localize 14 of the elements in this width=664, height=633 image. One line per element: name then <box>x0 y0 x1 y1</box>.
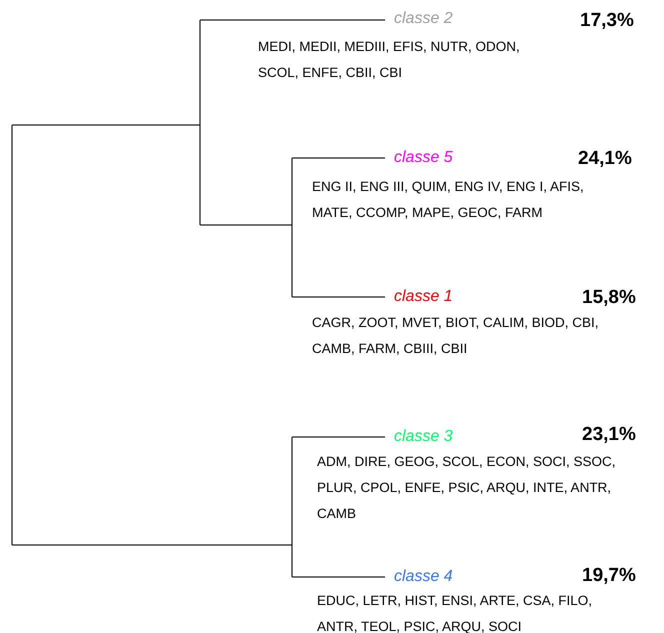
cluster-label: classe 2 <box>394 10 453 28</box>
member-list: MEDI, MEDII, MEDIII, EFIS, NUTR, ODON, SCOL, ENFE, CBII, CBI <box>258 34 543 86</box>
member-list: ENG II, ENG III, QUIM, ENG IV, ENG I, AFIS, MATE, CCOMP, MAPE, GEOC, FARM <box>312 174 612 226</box>
member-list: ADM, DIRE, GEOG, SCOL, ECON, SOCI, SSOC, PLUR, CPOL, ENFE, PSIC, ARQU, INTE, ANTR, CAMB <box>317 449 617 527</box>
member-list: CAGR, ZOOT, MVET, BIOT, CALIM, BIOD, CBI, CAMB, FARM, CBIII, CBII <box>312 310 612 362</box>
percentage: 15,8% <box>582 287 636 309</box>
percentage: 24,1% <box>578 148 632 170</box>
cluster-label: classe 3 <box>394 428 453 446</box>
cluster-label: classe 1 <box>394 288 453 306</box>
percentage: 23,1% <box>582 424 636 446</box>
percentage: 19,7% <box>582 565 636 587</box>
cluster-label: classe 5 <box>394 149 453 167</box>
percentage: 17,3% <box>580 10 634 32</box>
cluster-label: classe 4 <box>394 568 453 586</box>
